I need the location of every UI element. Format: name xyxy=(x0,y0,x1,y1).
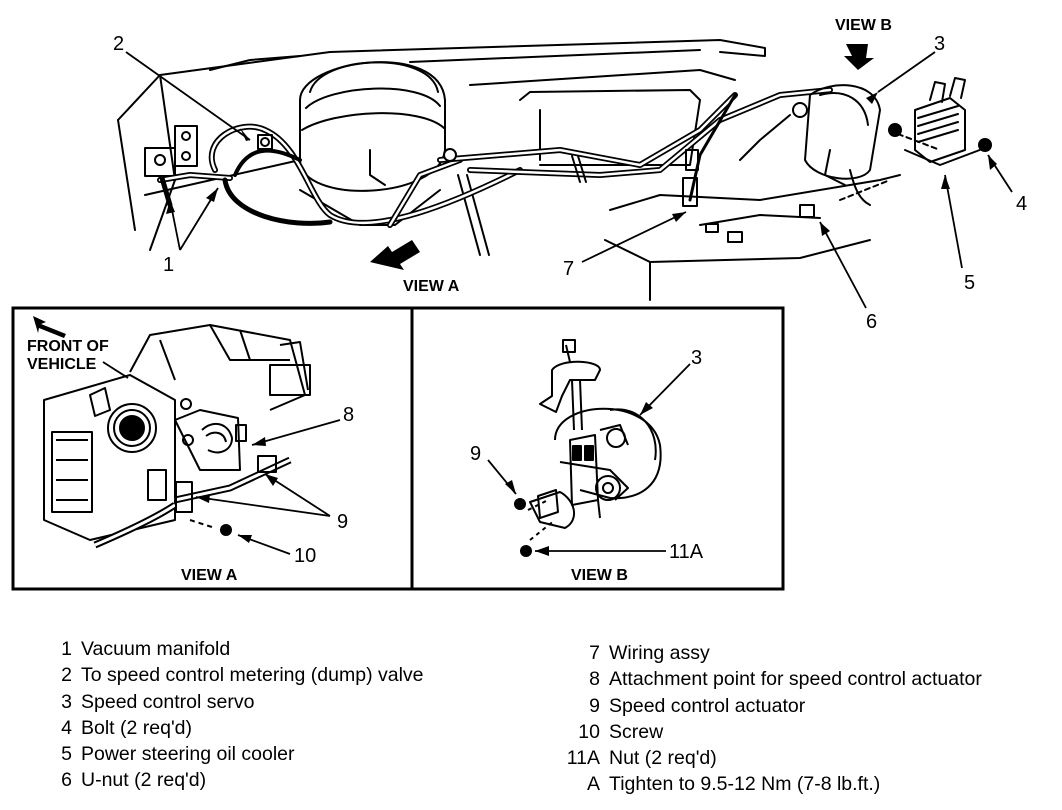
view-b-panel xyxy=(410,306,785,591)
legend-item: 6 U-nut (2 req'd) xyxy=(56,767,424,793)
nut-11a-icon xyxy=(520,545,532,557)
legend-number: 2 xyxy=(61,664,72,687)
legend-text: U-nut (2 req'd) xyxy=(81,769,207,792)
callout-3: 3 xyxy=(934,33,945,55)
legend-text: Vacuum manifold xyxy=(81,638,231,660)
leader-arrowhead xyxy=(988,155,997,170)
legend-item: 2 To speed control metering (dump) valve xyxy=(56,662,424,688)
legend-item: 3 Speed control servo xyxy=(56,689,424,715)
legend-text: Attachment point for speed control actua… xyxy=(609,668,982,691)
legend-item: 11A Nut (2 req'd) xyxy=(556,745,982,771)
legend-number: 10 xyxy=(578,720,600,743)
legend-number: 11A xyxy=(566,747,600,770)
legend-item: A Tighten to 9.5-12 Nm (7-8 lb.ft.) xyxy=(556,771,982,797)
legend-text: Screw xyxy=(609,720,664,743)
view-a-leader-lines xyxy=(195,419,341,555)
legend-number: 4 xyxy=(61,716,72,739)
callout-7: 7 xyxy=(563,258,574,280)
leader-arrowhead xyxy=(240,128,250,141)
callout-2: 2 xyxy=(113,33,124,55)
leader-arrowhead xyxy=(238,535,252,543)
legend-number: 7 xyxy=(589,642,600,664)
callout-10: 10 xyxy=(294,545,316,567)
legend-text: Tighten to 9.5-12 Nm (7-8 lb.ft.) xyxy=(609,773,881,796)
callout-9-view-b: 9 xyxy=(470,443,481,465)
view-b-caption: VIEW B xyxy=(571,567,628,584)
leader-arrowhead xyxy=(505,480,516,494)
legend-text: Wiring assy xyxy=(609,642,710,664)
callout-8: 8 xyxy=(343,404,354,426)
legend-item: 7 Wiring assy xyxy=(556,640,982,666)
legend-item: 9 Speed control actuator xyxy=(556,693,982,719)
callout-5: 5 xyxy=(964,272,975,294)
nut-9-icon xyxy=(514,498,526,510)
leader-arrowhead xyxy=(820,222,830,236)
screw-10-head xyxy=(220,524,232,536)
leader-arrowhead xyxy=(866,92,878,104)
legend-right: 7 Wiring assy 8 Attachment point for speed… xyxy=(556,640,982,798)
view-b-arrow-label: VIEW B xyxy=(835,17,892,34)
legend-item: 5 Power steering oil cooler xyxy=(56,741,424,767)
leader-arrowhead xyxy=(166,200,175,214)
callout-1: 1 xyxy=(163,254,174,276)
legend-number: 8 xyxy=(589,668,600,691)
legend-item: 10 Screw xyxy=(556,719,982,745)
legend-item: 4 Bolt (2 req'd) xyxy=(56,715,424,741)
legend-number: 3 xyxy=(61,690,72,713)
legend-item: 8 Attachment point for speed control actu… xyxy=(556,666,982,692)
leader-arrowhead xyxy=(640,402,653,415)
front-of-vehicle-label-2: VEHICLE xyxy=(27,356,97,373)
front-arrow-icon xyxy=(33,316,66,338)
legend-text: Speed control actuator xyxy=(609,694,806,717)
legend-left: 1 Vacuum manifold 2 To speed control meter… xyxy=(56,636,424,794)
leader-arrowhead xyxy=(252,437,266,446)
top-leader-lines xyxy=(125,51,1013,309)
callout-4: 4 xyxy=(1016,193,1027,215)
legend-text: Nut (2 req'd) xyxy=(609,747,717,770)
legend-number: 1 xyxy=(61,638,72,660)
leader-arrowhead xyxy=(941,175,950,189)
callout-3-view-b: 3 xyxy=(691,347,702,369)
throttle-body-illustration xyxy=(43,324,311,549)
legend-number: 6 xyxy=(61,769,72,792)
leader-arrowhead xyxy=(535,546,549,556)
servo-illustration xyxy=(527,339,662,541)
leader-arrowhead xyxy=(206,188,218,202)
legend-text: Power steering oil cooler xyxy=(81,743,295,766)
legend-text: To speed control metering (dump) valve xyxy=(81,664,424,687)
legend-number: 5 xyxy=(61,743,72,766)
callout-9-view-a: 9 xyxy=(337,511,348,533)
view-b-direction-arrow xyxy=(844,44,874,70)
legend-text: Speed control servo xyxy=(81,690,255,713)
view-a-caption: VIEW A xyxy=(181,567,238,584)
engine-bay-illustration xyxy=(117,39,992,301)
legend-text: Bolt (2 req'd) xyxy=(81,716,193,739)
legend-number: 9 xyxy=(589,694,600,717)
callout-6: 6 xyxy=(866,311,877,333)
view-a-direction-arrow xyxy=(370,240,420,270)
view-a-arrow-label: VIEW A xyxy=(403,278,460,295)
legend-item: 1 Vacuum manifold xyxy=(56,636,424,662)
callout-11a: 11A xyxy=(669,541,704,563)
front-of-vehicle-leader xyxy=(102,361,129,379)
leader-arrowhead xyxy=(265,474,278,486)
front-of-vehicle-label-1: FRONT OF xyxy=(27,338,109,355)
legend-number: A xyxy=(586,773,600,796)
leader-arrowhead xyxy=(672,212,686,222)
leader-arrowhead xyxy=(196,494,210,503)
